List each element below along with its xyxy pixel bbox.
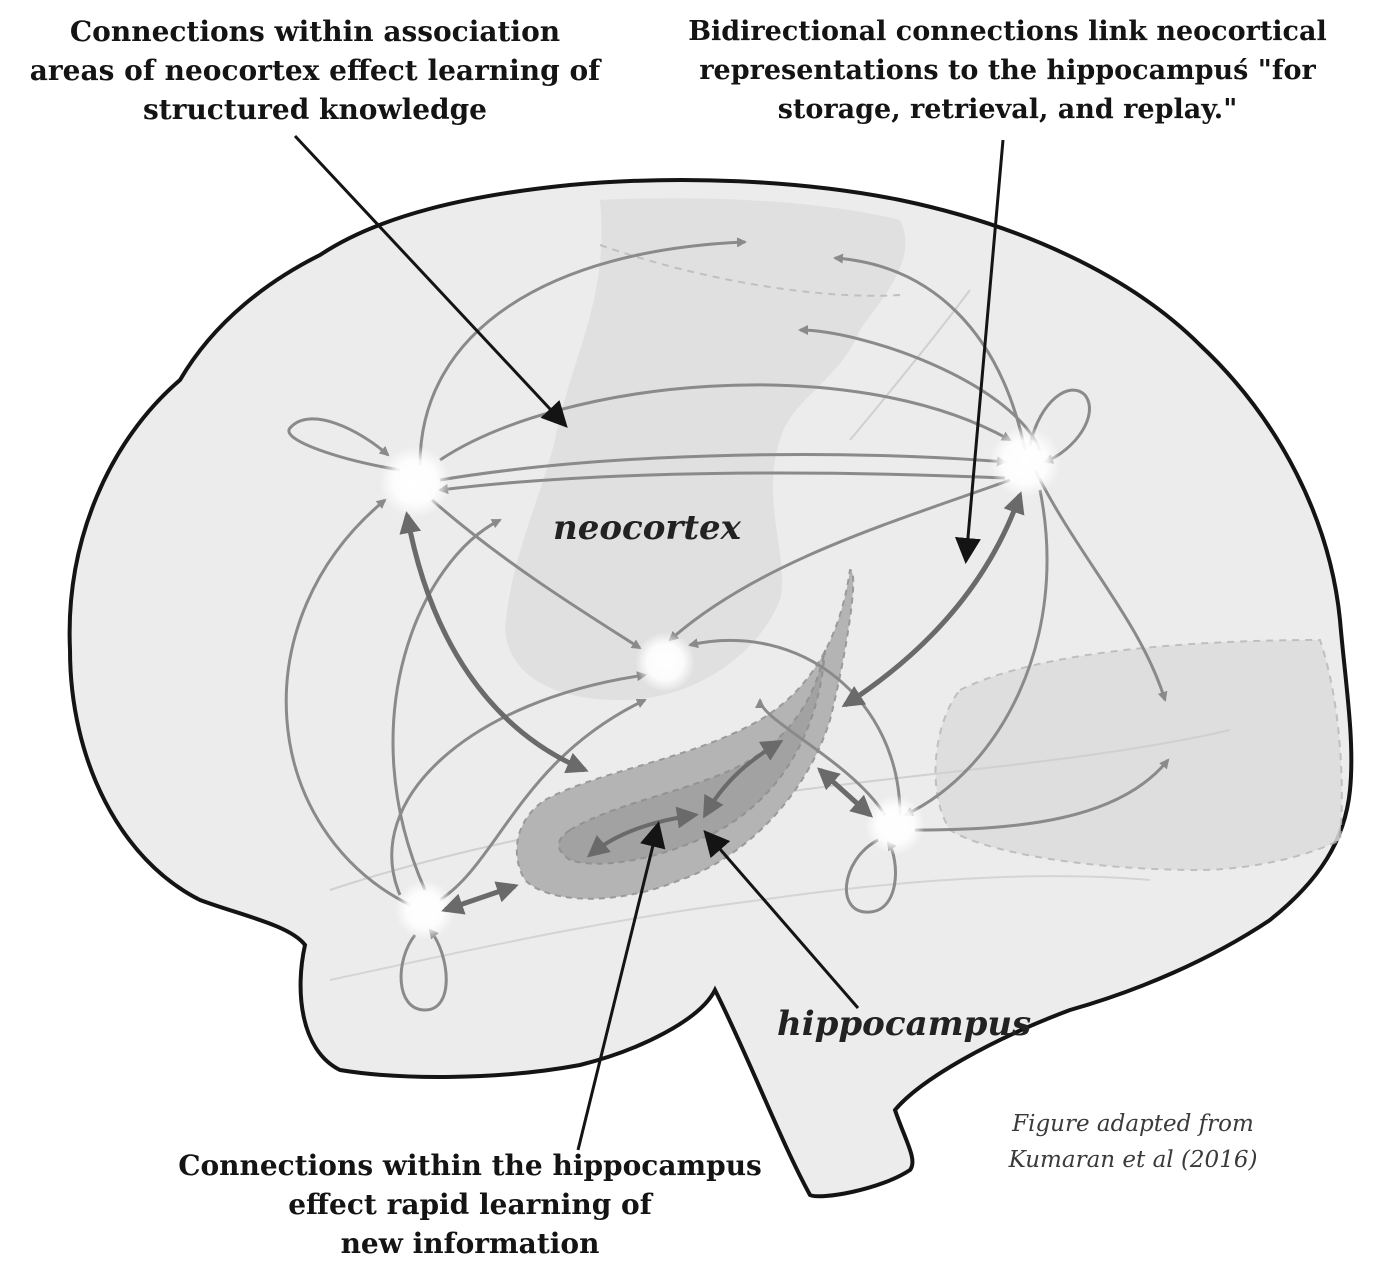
hippocampal-arrow bbox=[703, 739, 784, 819]
hub-node bbox=[635, 632, 695, 692]
neocortical-connections bbox=[284, 237, 1170, 1012]
bidirectional-arrow bbox=[841, 491, 1025, 708]
caption-line: representations to the hippocampuś "for bbox=[699, 55, 1316, 86]
caption-hippocampal-connections: Connections within the hippocampus effec… bbox=[150, 1146, 790, 1263]
connection-arrow bbox=[284, 498, 411, 907]
caption-line: Bidirectional connections link neocortic… bbox=[688, 16, 1327, 47]
occipital-region-shade bbox=[934, 638, 1343, 872]
credit-line: Kumaran et al (2016) bbox=[1008, 1147, 1258, 1173]
connection-arrow bbox=[1033, 469, 1168, 702]
self-loop-arrow bbox=[399, 928, 448, 1012]
neocortex-label: neocortex bbox=[553, 508, 741, 548]
connection-arrow bbox=[439, 383, 1012, 462]
connection-arrow bbox=[833, 253, 1027, 451]
connection-arrow bbox=[418, 237, 747, 466]
callout-arrows bbox=[293, 134, 1005, 1151]
motor-region-shade bbox=[505, 198, 906, 700]
dashed-boundary-top bbox=[599, 244, 901, 297]
callout-arrow-association bbox=[293, 134, 568, 428]
caption-line: Connections within association bbox=[69, 15, 561, 48]
credit-line: Figure adapted from bbox=[1012, 1111, 1254, 1137]
caption-line: areas of neocortex effect learning of bbox=[29, 54, 601, 87]
connection-arrow bbox=[688, 638, 902, 816]
bidirectional-arrow bbox=[817, 767, 873, 818]
caption-association-connections: Connections within association areas of … bbox=[0, 12, 630, 129]
connection-arrow bbox=[914, 758, 1170, 832]
hub-node bbox=[865, 795, 925, 855]
caption-line: structured knowledge bbox=[143, 93, 487, 126]
callout-arrow-hippocampus-label bbox=[703, 829, 860, 1009]
bidirectional-arrow bbox=[441, 881, 519, 915]
self-loop-arrow bbox=[1028, 388, 1091, 464]
bidirectional-arrow bbox=[399, 511, 589, 774]
sulcus-line-1 bbox=[329, 729, 1231, 891]
connection-arrow bbox=[439, 453, 1007, 482]
caption-line: new information bbox=[340, 1227, 600, 1260]
self-loop-arrow bbox=[287, 417, 401, 472]
hippocampus-label: hippocampus bbox=[777, 1004, 1032, 1044]
connection-arrow bbox=[798, 325, 1042, 451]
caption-line: effect rapid learning of bbox=[288, 1188, 652, 1221]
hub-node bbox=[989, 426, 1061, 498]
hub-node bbox=[395, 880, 455, 940]
figure-credit: Figure adapted from Kumaran et al (2016) bbox=[968, 1106, 1298, 1178]
sulcus-line-2 bbox=[329, 875, 1151, 981]
self-loop-arrow bbox=[845, 838, 897, 914]
caption-line: storage, retrieval, and replay." bbox=[777, 94, 1238, 125]
hub-node bbox=[379, 446, 451, 518]
bidirectional-connections bbox=[399, 491, 1025, 915]
caption-line: Connections within the hippocampus bbox=[178, 1149, 762, 1182]
connection-arrow bbox=[438, 471, 1006, 494]
callout-arrow-bidirectional bbox=[954, 139, 1005, 564]
caption-bidirectional-connections: Bidirectional connections link neocortic… bbox=[640, 12, 1375, 129]
callout-arrow-hippocampal-learning bbox=[576, 821, 666, 1151]
hubs bbox=[379, 426, 1061, 940]
